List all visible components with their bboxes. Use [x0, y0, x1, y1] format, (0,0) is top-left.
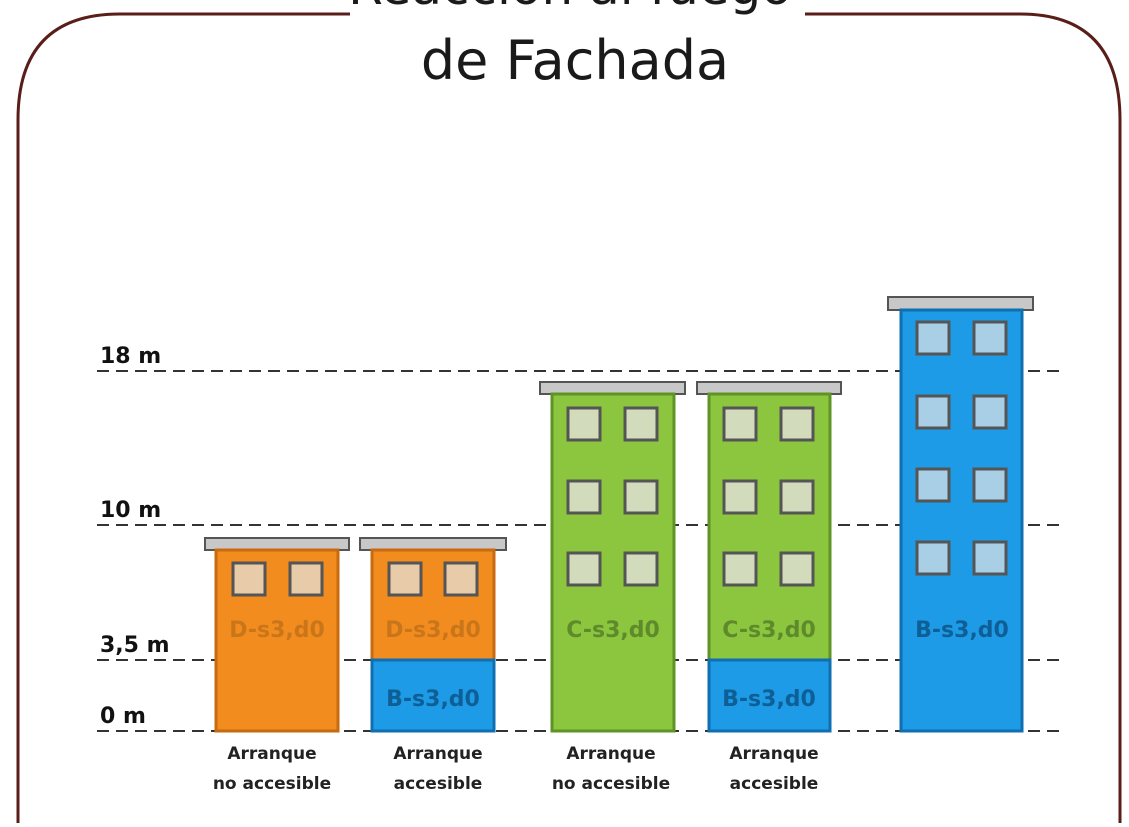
frame-border-right: [805, 12, 1122, 823]
frame-border: [16, 12, 350, 823]
window: [566, 479, 602, 515]
page-title: de Fachada: [421, 29, 729, 92]
building-roof: [887, 296, 1034, 311]
facade-classification-lower: B-s3,d0: [722, 687, 816, 712]
window: [231, 561, 267, 597]
caption-line1: Arranque: [227, 744, 316, 764]
window: [722, 406, 758, 442]
title-partial: Reacción al fuego: [348, 0, 792, 16]
window: [779, 479, 815, 515]
facade-classification-lower: B-s3,d0: [386, 687, 480, 712]
window: [915, 540, 951, 576]
window: [915, 467, 951, 503]
window: [623, 406, 659, 442]
building-facade: [899, 308, 1024, 733]
building-facade-lower: [707, 658, 832, 733]
caption-line2: no accesible: [552, 774, 670, 794]
window: [722, 551, 758, 587]
window: [972, 320, 1008, 356]
window: [387, 561, 423, 597]
facade-classification-upper: C-s3,d0: [722, 618, 816, 643]
window: [779, 551, 815, 587]
facade-classification-upper: C-s3,d0: [566, 618, 660, 643]
facade-classification-upper: D-s3,d0: [385, 618, 481, 643]
level-label-18: 18 m: [100, 344, 161, 369]
building-roof: [359, 537, 507, 551]
window: [288, 561, 324, 597]
level-label-0: 0 m: [100, 704, 146, 729]
building-roof: [696, 381, 842, 395]
building-roof: [539, 381, 686, 395]
window: [566, 406, 602, 442]
caption-line1: Arranque: [729, 744, 818, 764]
window: [779, 406, 815, 442]
caption-line2: accesible: [730, 774, 819, 794]
window: [722, 479, 758, 515]
caption-line1: Arranque: [393, 744, 482, 764]
window: [972, 540, 1008, 576]
building-facade-lower: [370, 658, 496, 733]
building-roof: [204, 537, 350, 551]
window: [443, 561, 479, 597]
caption-line1: Arranque: [566, 744, 655, 764]
building-green-accesible: C-s3,d0 B-s3,d0: [696, 381, 842, 733]
building-blue-tall: B-s3,d0: [887, 296, 1034, 733]
window: [915, 394, 951, 430]
window: [623, 551, 659, 587]
building-orange-accesible: D-s3,d0 B-s3,d0: [359, 537, 507, 733]
caption-line2: no accesible: [213, 774, 331, 794]
window: [915, 320, 951, 356]
building-green-no-accesible: C-s3,d0: [539, 381, 686, 733]
level-label-10: 10 m: [100, 498, 161, 523]
level-label-3-5: 3,5 m: [100, 633, 170, 658]
window: [623, 479, 659, 515]
window: [972, 467, 1008, 503]
caption-line2: accesible: [394, 774, 483, 794]
building-orange-no-accesible: D-s3,d0: [204, 537, 350, 733]
facade-classification-upper: B-s3,d0: [915, 618, 1009, 643]
window: [972, 394, 1008, 430]
facade-classification-upper: D-s3,d0: [229, 618, 325, 643]
window: [566, 551, 602, 587]
